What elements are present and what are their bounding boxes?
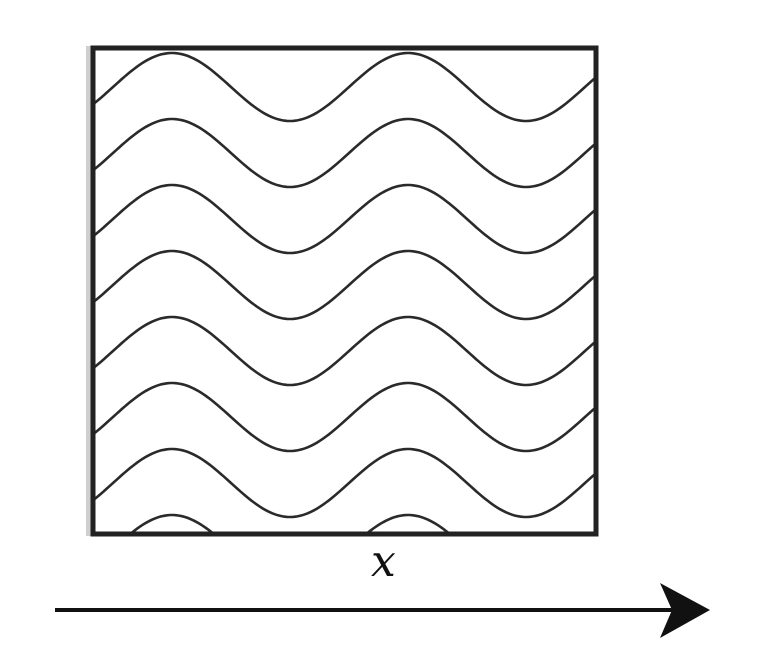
wave-line xyxy=(93,51,596,123)
wave-line xyxy=(128,513,452,534)
x-axis-arrowhead xyxy=(660,583,710,638)
wave-line xyxy=(93,447,596,519)
x-axis-label: x xyxy=(371,536,396,587)
frame-shadow xyxy=(86,46,93,536)
plot-frame xyxy=(90,45,599,537)
wave-lines xyxy=(93,51,596,534)
wave-line xyxy=(93,381,596,453)
wave-line xyxy=(93,315,596,387)
wave-line xyxy=(93,249,596,321)
wave-line xyxy=(93,183,596,255)
wave-line xyxy=(93,117,596,189)
